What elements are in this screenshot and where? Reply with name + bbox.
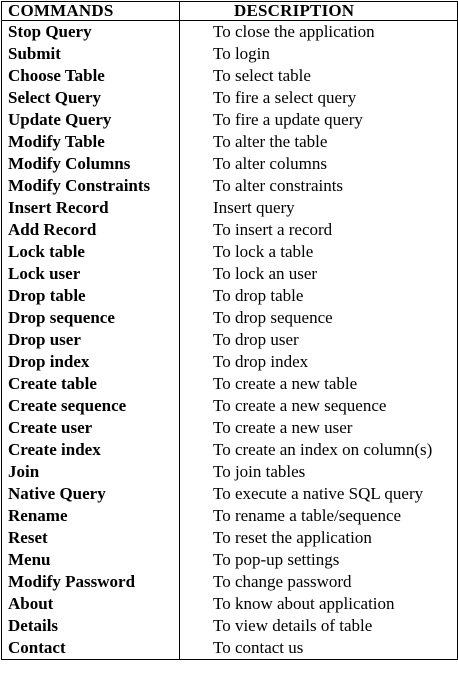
description-cell: To alter the table xyxy=(179,131,458,153)
description-cell: To select table xyxy=(179,65,458,87)
description-cell: To drop sequence xyxy=(179,307,458,329)
description-cell: To rename a table/sequence xyxy=(179,505,458,527)
description-cell: To create a new sequence xyxy=(179,395,458,417)
description-cell: Insert query xyxy=(179,197,458,219)
command-cell: Add Record xyxy=(1,219,180,241)
description-cell: To drop table xyxy=(179,285,458,307)
command-cell: Create sequence xyxy=(1,395,180,417)
command-cell: Lock user xyxy=(1,263,180,285)
command-cell: Modify Table xyxy=(1,131,180,153)
description-cell: To fire a update query xyxy=(179,109,458,131)
command-cell: Rename xyxy=(1,505,180,527)
command-cell: Contact xyxy=(1,637,180,660)
description-cell: To alter columns xyxy=(179,153,458,175)
description-cell: To fire a select query xyxy=(179,87,458,109)
command-cell: Select Query xyxy=(1,87,180,109)
description-cell: To create a new user xyxy=(179,417,458,439)
command-cell: Lock table xyxy=(1,241,180,263)
commands-column-header: COMMANDS xyxy=(1,1,180,21)
command-cell: Drop sequence xyxy=(1,307,180,329)
description-cell: To login xyxy=(179,43,458,65)
command-cell: Modify Password xyxy=(1,571,180,593)
command-cell: Modify Columns xyxy=(1,153,180,175)
command-cell: About xyxy=(1,593,180,615)
description-cell: To contact us xyxy=(179,637,458,660)
command-cell: Drop table xyxy=(1,285,180,307)
description-cell: To close the application xyxy=(179,20,458,43)
command-cell: Create user xyxy=(1,417,180,439)
command-cell: Drop index xyxy=(1,351,180,373)
description-cell: To view details of table xyxy=(179,615,458,637)
description-cell: To lock a table xyxy=(179,241,458,263)
header-row: COMMANDS DESCRIPTION xyxy=(1,1,458,21)
description-cell: To reset the application xyxy=(179,527,458,549)
command-cell: Choose Table xyxy=(1,65,180,87)
command-cell: Reset xyxy=(1,527,180,549)
description-cell: To drop user xyxy=(179,329,458,351)
command-cell: Modify Constraints xyxy=(1,175,180,197)
command-cell: Drop user xyxy=(1,329,180,351)
description-cell: To alter constraints xyxy=(179,175,458,197)
description-cell: To execute a native SQL query xyxy=(179,483,458,505)
command-cell: Menu xyxy=(1,549,180,571)
description-cell: To drop index xyxy=(179,351,458,373)
description-column-header: DESCRIPTION xyxy=(179,1,458,21)
description-cell: To create an index on column(s) xyxy=(179,439,458,461)
description-cell: To know about application xyxy=(179,593,458,615)
command-cell: Submit xyxy=(1,43,180,65)
command-cell: Update Query xyxy=(1,109,180,131)
command-cell: Native Query xyxy=(1,483,180,505)
command-cell: Create index xyxy=(1,439,180,461)
description-cell: To insert a record xyxy=(179,219,458,241)
description-cell: To join tables xyxy=(179,461,458,483)
command-cell: Join xyxy=(1,461,180,483)
description-cell: To pop-up settings xyxy=(179,549,458,571)
description-cell: To change password xyxy=(179,571,458,593)
command-cell: Create table xyxy=(1,373,180,395)
command-cell: Details xyxy=(1,615,180,637)
command-cell: Insert Record xyxy=(1,197,180,219)
description-cell: To create a new table xyxy=(179,373,458,395)
command-cell: Stop Query xyxy=(1,20,180,43)
description-cell: To lock an user xyxy=(179,263,458,285)
